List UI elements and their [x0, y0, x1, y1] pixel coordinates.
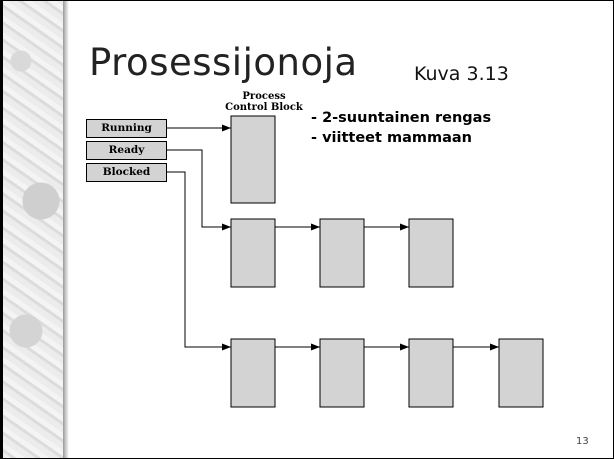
pcb-block — [230, 218, 276, 288]
left-border — [1, 1, 3, 458]
bullet-list: - 2-suuntainen rengas - viitteet mammaan — [311, 108, 491, 148]
pcb-heading: Process Control Block — [209, 91, 319, 113]
bullet-item: - 2-suuntainen rengas — [311, 110, 492, 126]
pcb-block — [498, 338, 544, 408]
pcb-block — [319, 338, 365, 408]
ready-link — [167, 149, 231, 231]
pcb-block — [408, 338, 454, 408]
pcb-block — [408, 218, 454, 288]
bullet-item: - viitteet mammaan — [311, 130, 472, 146]
decorative-side-texture — [1, 1, 63, 458]
queue-blocked: Blocked — [86, 163, 167, 182]
pcb-block — [230, 338, 276, 408]
side-divider — [63, 1, 69, 458]
queue-ready: Ready — [86, 141, 167, 160]
pcb-block — [319, 218, 365, 288]
blocked-link — [167, 171, 231, 351]
queue-running: Running — [86, 119, 167, 138]
page-number: 13 — [576, 436, 589, 447]
slide-title: Prosessijonoja — [89, 41, 358, 84]
figure-reference: Kuva 3.13 — [414, 63, 509, 85]
pcb-heading-line1: Process — [242, 91, 286, 102]
pcb-block — [230, 115, 276, 204]
pcb-heading-line2: Control Block — [225, 102, 303, 113]
